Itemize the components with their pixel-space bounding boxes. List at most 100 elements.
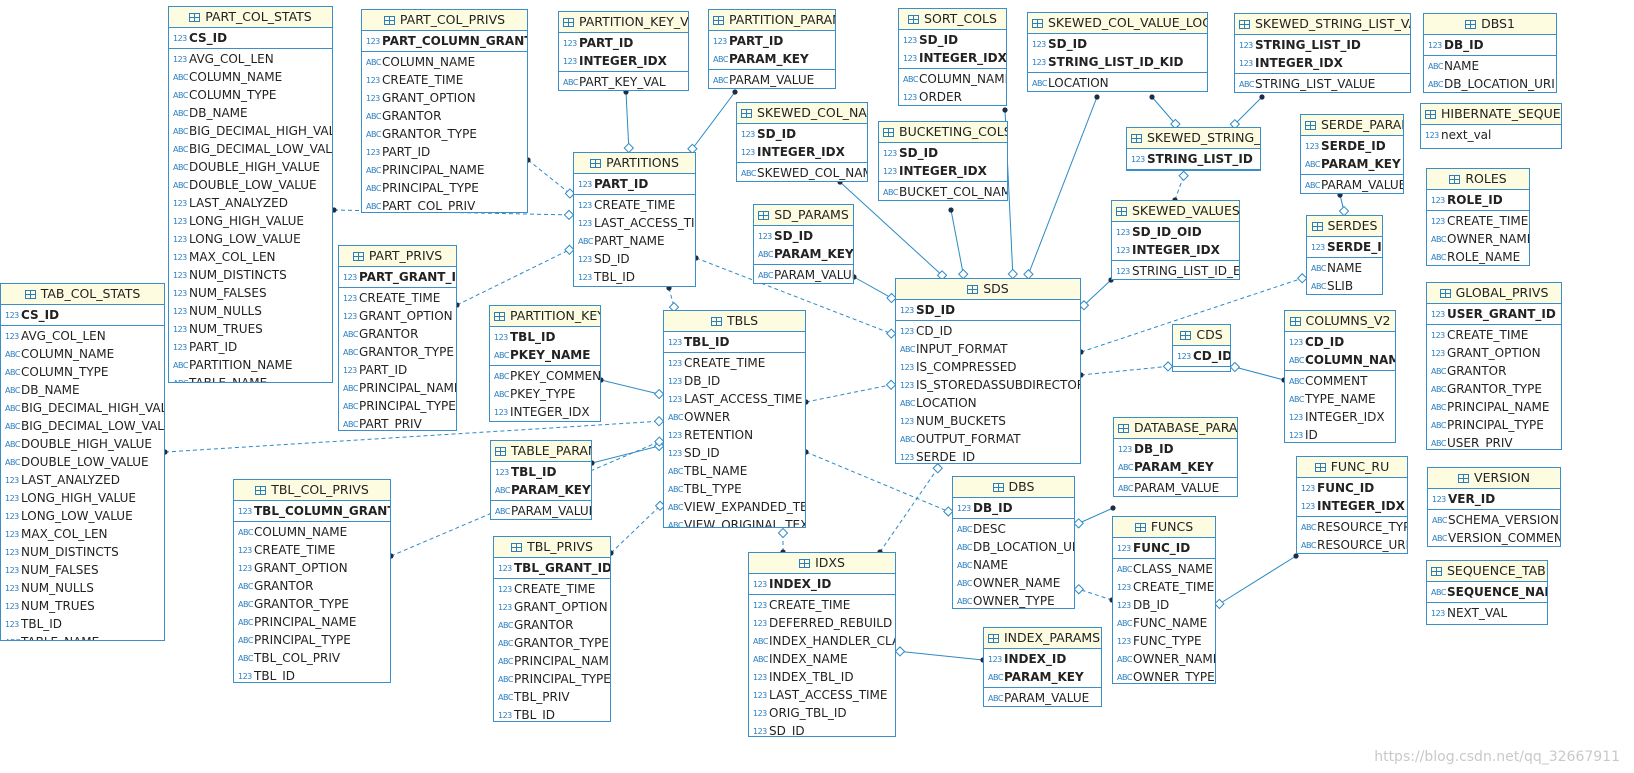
table-header[interactable]: FUNC_RU — [1297, 457, 1407, 478]
column-row[interactable]: ABCPARAM_KEY — [984, 668, 1101, 686]
table-header[interactable]: DBS1 — [1424, 14, 1556, 35]
table-header[interactable]: ROLES — [1427, 169, 1529, 190]
column-row[interactable]: ABCDB_LOCATION_URI — [1424, 75, 1556, 92]
column-row[interactable]: ABCLOCATION — [1028, 74, 1207, 91]
column-row[interactable]: ABCTABLE_NAME — [169, 374, 332, 382]
column-row[interactable]: ABCPRINCIPAL_TYPE — [494, 670, 610, 688]
column-row[interactable]: ABCPRINCIPAL_TYPE — [362, 179, 527, 197]
column-row[interactable]: ABCGRANTOR — [362, 107, 527, 125]
relation-partitions-to-sds[interactable] — [695, 257, 896, 336]
relation-func-ru-to-funcs[interactable] — [1215, 555, 1297, 607]
column-row[interactable]: ABCTBL_NAME — [664, 462, 805, 480]
column-row[interactable]: ABCPARAM_VALUE — [984, 689, 1101, 706]
column-row[interactable]: ABCGRANTOR — [1427, 362, 1561, 380]
column-row[interactable]: ABCPKEY_NAME — [490, 346, 600, 364]
relation-tbls-to-sds[interactable] — [805, 383, 896, 403]
relation-part-privs-to-partitions[interactable] — [456, 247, 574, 306]
column-row[interactable]: ABCPRINCIPAL_TYPE — [1427, 416, 1561, 434]
column-row[interactable]: ABCLOCATION — [896, 394, 1080, 412]
table-header[interactable]: SERDE_PARAMS — [1301, 115, 1403, 136]
relation-partition-params-to-partitions[interactable] — [689, 91, 736, 153]
column-row[interactable]: ABCGRANTOR — [339, 325, 456, 343]
table-header[interactable]: SERDES — [1307, 216, 1382, 237]
column-row[interactable]: ABCBIG_DECIMAL_LOW_VALUE — [1, 417, 164, 435]
table-header[interactable]: TBLS — [664, 311, 805, 332]
column-row[interactable]: ABCVERSION_COMMENT — [1428, 529, 1560, 546]
table-header[interactable]: SKEWED_VALUES — [1112, 201, 1239, 222]
column-row[interactable]: ABCPARAM_KEY — [491, 481, 591, 499]
table-header[interactable]: FUNCS — [1113, 517, 1215, 538]
table-header[interactable]: TBL_COL_PRIVS — [234, 480, 390, 501]
column-row[interactable]: ABCGRANTOR_TYPE — [339, 343, 456, 361]
relation-table-params-to-tbls[interactable] — [591, 444, 664, 464]
relation-part-col-privs-to-partitions[interactable] — [527, 159, 574, 197]
table-skewed-col-value-loc-map[interactable]: SKEWED_COL_VALUE_LOC_MAP123SD_ID123STRIN… — [1027, 12, 1208, 92]
column-row[interactable]: ABCDOUBLE_LOW_VALUE — [169, 176, 332, 194]
column-row[interactable]: ABCTYPE_NAME — [1285, 390, 1395, 408]
table-header[interactable]: GLOBAL_PRIVS — [1427, 283, 1561, 304]
column-row[interactable]: ABCVIEW_ORIGINAL_TEXT — [664, 516, 805, 527]
column-row[interactable]: ABCTBL_PRIV — [494, 688, 610, 706]
column-row[interactable]: ABCCOMMENT — [1285, 372, 1395, 390]
column-row[interactable]: ABCCLASS_NAME — [1113, 560, 1215, 578]
column-row[interactable]: ABCCOLUMN_NAME — [899, 70, 1006, 88]
table-columns-v2[interactable]: COLUMNS_V2123CD_IDABCCOLUMN_NAMEABCCOMME… — [1284, 310, 1396, 443]
column-row[interactable]: ABCGRANTOR_TYPE — [494, 634, 610, 652]
column-row[interactable]: ABCDESC — [953, 520, 1074, 538]
column-row[interactable]: ABCDB_NAME — [1, 381, 164, 399]
table-header[interactable]: PART_COL_STATS — [169, 7, 332, 28]
column-row[interactable]: ABCOWNER_NAME — [1113, 650, 1215, 668]
column-row[interactable]: ABCCOLUMN_TYPE — [169, 86, 332, 104]
table-header[interactable]: SEQUENCE_TABLE — [1427, 561, 1547, 582]
table-header[interactable]: SDS — [896, 279, 1080, 300]
relation-tab-col-stats-to-tbls[interactable] — [164, 420, 664, 453]
column-row[interactable]: ABCSKEWED_COL_NAME — [737, 164, 867, 181]
table-header[interactable]: PART_PRIVS — [339, 246, 456, 267]
column-row[interactable]: ABCGRANTOR_TYPE — [362, 125, 527, 143]
relation-partition-keys-to-tbls[interactable] — [600, 379, 664, 396]
table-header[interactable]: TBL_PRIVS — [494, 537, 610, 558]
column-row[interactable]: ABCSLIB — [1307, 277, 1382, 294]
column-row[interactable]: ABCPRINCIPAL_NAME — [234, 613, 390, 631]
column-row[interactable]: ABCOWNER — [664, 408, 805, 426]
column-row[interactable]: ABCVIEW_EXPANDED_TEXT — [664, 498, 805, 516]
column-row[interactable]: ABCRESOURCE_TYPE — [1297, 518, 1407, 536]
column-row[interactable]: ABCOWNER_TYPE — [953, 592, 1074, 608]
